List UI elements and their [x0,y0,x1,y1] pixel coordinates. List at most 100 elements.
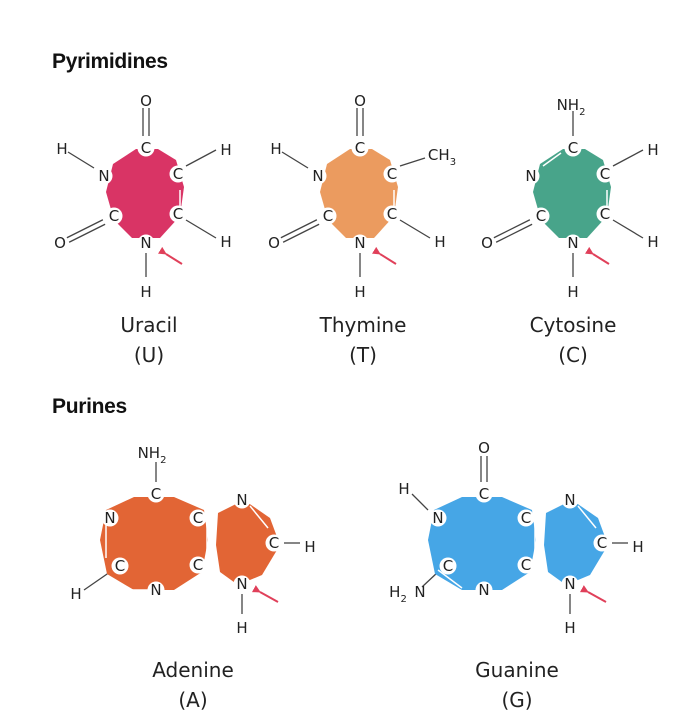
guanine-c2-amino-bond [421,571,439,588]
guanine-n1-bg [429,509,447,527]
adenine-c2: C [115,557,125,575]
cytosine-c2-oxygen-bond [495,223,533,243]
uracil-c5-bg [169,165,187,183]
adenine-c2-bg [111,557,129,575]
guanine-c5: C [521,509,531,527]
uracil-c4: C [141,139,151,157]
cytosine-n1-bg [564,234,582,252]
thymine-c5-bg [383,165,401,183]
cytosine-name: Cytosine [529,313,617,337]
uracil-c5-h-bond [185,149,217,167]
adenine-c2-h-bond [83,571,111,591]
guanine-c6: C [479,485,489,503]
guanine-c8: C [597,534,607,552]
uracil-h-n1: H [140,283,151,301]
adenine-c5: C [193,509,203,527]
cytosine-n3: N [525,167,536,185]
thymine-c2-oxygen-bond [282,223,320,243]
guanine-h-c8: H [632,538,643,556]
thymine-attachment-arrow [371,246,397,265]
adenine-n3-bg [147,581,165,599]
adenine-c4-bg [189,556,207,574]
uracil-n3-h-bond [67,151,95,169]
cytosine-h-n1: H [567,283,578,301]
cytosine-c6-bg [596,205,614,223]
guanine-attachment-arrow [579,585,607,603]
guanine-c8-bg [593,534,611,552]
thymine-h-n3: H [270,140,281,158]
purines-heading: Purines [52,395,127,418]
adenine-imidazole-inner-bond [249,505,269,529]
guanine-amino-label: H2 [389,583,407,605]
guanine-n9-bg [561,575,579,593]
uracil-n1-bg [137,234,155,252]
uracil-c6-bg [169,205,187,223]
thymine-caption: Thymine (T) [278,310,448,370]
adenine-h-n9: H [236,619,247,637]
uracil-c2-oxygen-bond [68,223,106,243]
thymine-c5: C [387,165,397,183]
thymine-n3-bg [309,167,327,185]
uracil-name: Uracil [120,313,178,337]
adenine-c6-bg [147,485,165,503]
thymine-name: Thymine [319,313,407,337]
guanine-oxygen-top: O [478,439,490,457]
uracil-n1: N [140,234,151,252]
cytosine-amino-label: NH2 [557,96,586,118]
adenine-name: Adenine [152,658,234,682]
guanine-ring5 [544,500,608,585]
adenine-c4: C [193,556,203,574]
thymine-c4: C [355,139,365,157]
thymine-methyl-bond [399,157,426,167]
uracil-h-n3: H [56,140,67,158]
cytosine-n3-bg [522,167,540,185]
cytosine-c6: C [600,205,610,223]
uracil-oxygen-left: O [54,234,66,252]
adenine-ring5 [216,500,280,585]
guanine-caption: Guanine (G) [432,655,602,715]
adenine-n7-bg [233,491,251,509]
cytosine-h-c5: H [647,141,658,159]
guanine-c4-bg [517,556,535,574]
thymine-n1: N [354,234,365,252]
guanine-n7-bg [561,491,579,509]
thymine-h-c6: H [434,233,445,251]
cytosine-attachment-arrow [584,246,610,265]
cytosine-ring [533,149,611,238]
adenine-caption: Adenine (A) [108,655,278,715]
cytosine-c6-h-bond [612,219,644,239]
guanine-h-n1: H [398,480,409,498]
cytosine-c5: C [600,165,610,183]
adenine-attachment-arrow [251,585,279,603]
uracil-h-c6: H [220,233,231,251]
adenine-c5-bg [189,509,207,527]
guanine-c2-bg [439,557,457,575]
thymine-n3-h-bond [281,151,309,169]
thymine-c4-bg [351,139,369,157]
guanine-amino-n: N [414,583,425,601]
thymine-oxygen-left: O [268,234,280,252]
adenine-c6: C [151,485,161,503]
thymine-h-n1: H [354,283,365,301]
uracil-caption: Uracil (U) [64,310,234,370]
guanine-name: Guanine [475,658,559,682]
guanine-n3: N [478,581,489,599]
adenine-n1: N [104,509,115,527]
cytosine-c2-bg [532,207,550,225]
guanine-c5-bg [517,509,535,527]
thymine-c2-oxygen-bond [280,219,318,239]
thymine-n1-bg [351,234,369,252]
cytosine-c2: C [536,207,546,225]
guanine-n9: N [564,575,575,593]
uracil-oxygen-top: O [140,92,152,110]
uracil-n3: N [98,167,109,185]
uracil-c2: C [109,207,119,225]
guanine-c2: C [443,557,453,575]
uracil-n3-bg [95,167,113,185]
adenine-h-c2: H [70,585,81,603]
guanine-imidazole-inner-bond [577,505,597,529]
uracil-ring [106,149,184,238]
guanine-n1-h-bond [411,493,429,511]
adenine-n9-bg [233,575,251,593]
